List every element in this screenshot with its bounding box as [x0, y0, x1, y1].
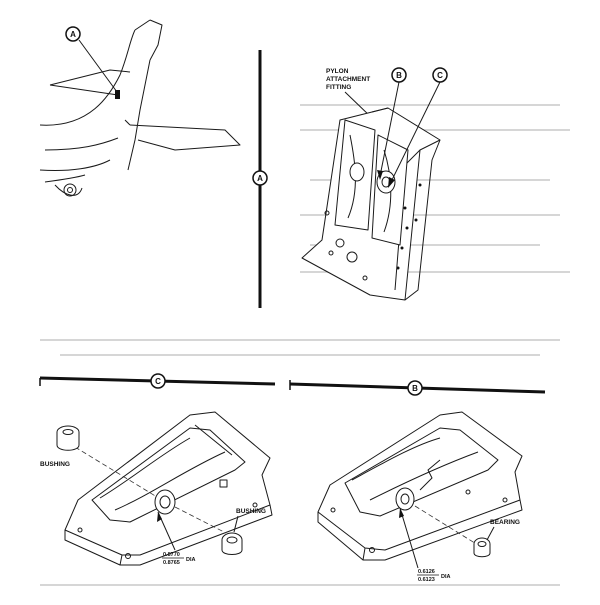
callout-b-small-letter: B [396, 71, 402, 80]
leader-c [389, 81, 441, 185]
pylon-attachment-fitting: PYLON ATTACHMENT FITTING B C [301, 67, 448, 301]
view-b-detail: B BEARING 0.6126 0.6123 DIA [289, 380, 546, 583]
view-a-tail-locator: A [39, 19, 241, 197]
callout-c-header-letter: C [155, 377, 161, 386]
callout-c-small-letter: C [437, 71, 443, 80]
fitting-location-marker [115, 90, 120, 99]
view-a-divider: A [252, 50, 268, 308]
c-dim-top: 0.8770 [163, 552, 180, 558]
callout-c-header [150, 373, 166, 389]
callout-c-small [432, 67, 448, 83]
bushing-right-part [221, 532, 243, 555]
callout-b-small [391, 67, 407, 83]
bushing-left-label: BUSHING [40, 461, 70, 468]
b-dim-bottom: 0.6123 [418, 577, 435, 583]
callout-b-header [407, 380, 423, 396]
callout-a-small [65, 26, 81, 42]
pylon-label-line3: FITTING [326, 84, 351, 91]
b-dim-unit: DIA [441, 574, 451, 580]
b-dim-top: 0.6126 [418, 569, 435, 575]
bearing-label: BEARING [490, 519, 520, 526]
bearing-part [473, 537, 491, 558]
callout-a-bar [252, 170, 268, 186]
c-dim-bottom: 0.8765 [163, 560, 180, 566]
pylon-label-line2: ATTACHMENT [326, 76, 370, 83]
callout-b-header-letter: B [412, 384, 418, 393]
callout-a-bar-letter: A [257, 174, 263, 183]
bushing-right-label: BUSHING [236, 508, 266, 515]
bushing-left-part [56, 425, 80, 451]
callout-a-small-letter: A [70, 30, 76, 39]
leader-a [78, 39, 118, 93]
pylon-label-line1: PYLON [326, 68, 349, 75]
c-dim-unit: DIA [186, 557, 196, 563]
view-c-detail: C BUSHING BUSHING 0.8770 [39, 373, 276, 566]
leader-b [379, 81, 400, 177]
